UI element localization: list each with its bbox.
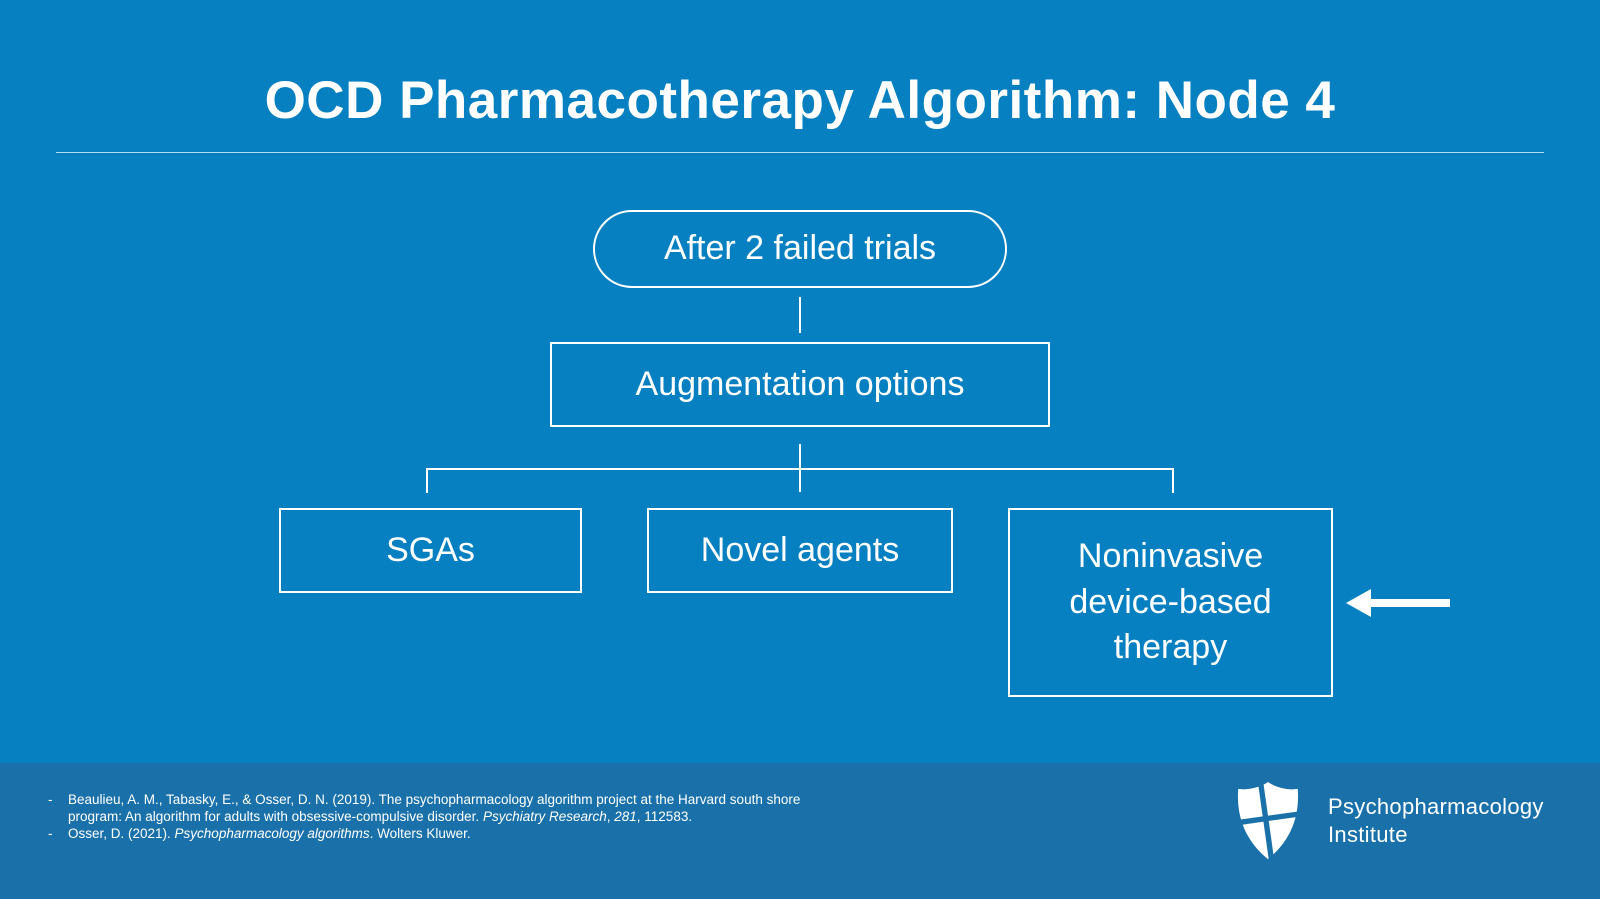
flow-node-novel-agents: Novel agents (647, 508, 953, 593)
shield-cross-icon (1228, 779, 1308, 863)
page-title: OCD Pharmacotherapy Algorithm: Node 4 (264, 71, 1336, 130)
connector-root-to-augmentation (799, 297, 801, 333)
logo-line2: Institute (1328, 822, 1408, 847)
branch-line (426, 468, 1174, 470)
left-arrow-icon (1346, 589, 1450, 617)
flow-node-augmentation: Augmentation options (550, 342, 1050, 427)
title-divider (56, 152, 1544, 153)
flow-node-sgas: SGAs (279, 508, 582, 593)
reference-item: -Beaulieu, A. M., Tabasky, E., & Osser, … (48, 792, 801, 824)
reference-item: -Osser, D. (2021). Psychopharmacology al… (48, 826, 471, 841)
branch-drop-left (426, 468, 428, 493)
footer-band: -Beaulieu, A. M., Tabasky, E., & Osser, … (0, 763, 1600, 899)
branch-drop-right (1172, 468, 1174, 493)
flow-node-noninvasive-device-therapy: Noninvasive device-based therapy (1008, 508, 1333, 697)
flow-node-root: After 2 failed trials (593, 210, 1007, 288)
reference-list: -Beaulieu, A. M., Tabasky, E., & Osser, … (48, 791, 830, 842)
logo-line1: Psychopharmacology (1328, 794, 1544, 819)
logo: Psychopharmacology Institute (1228, 779, 1544, 863)
logo-text: Psychopharmacology Institute (1328, 793, 1544, 849)
